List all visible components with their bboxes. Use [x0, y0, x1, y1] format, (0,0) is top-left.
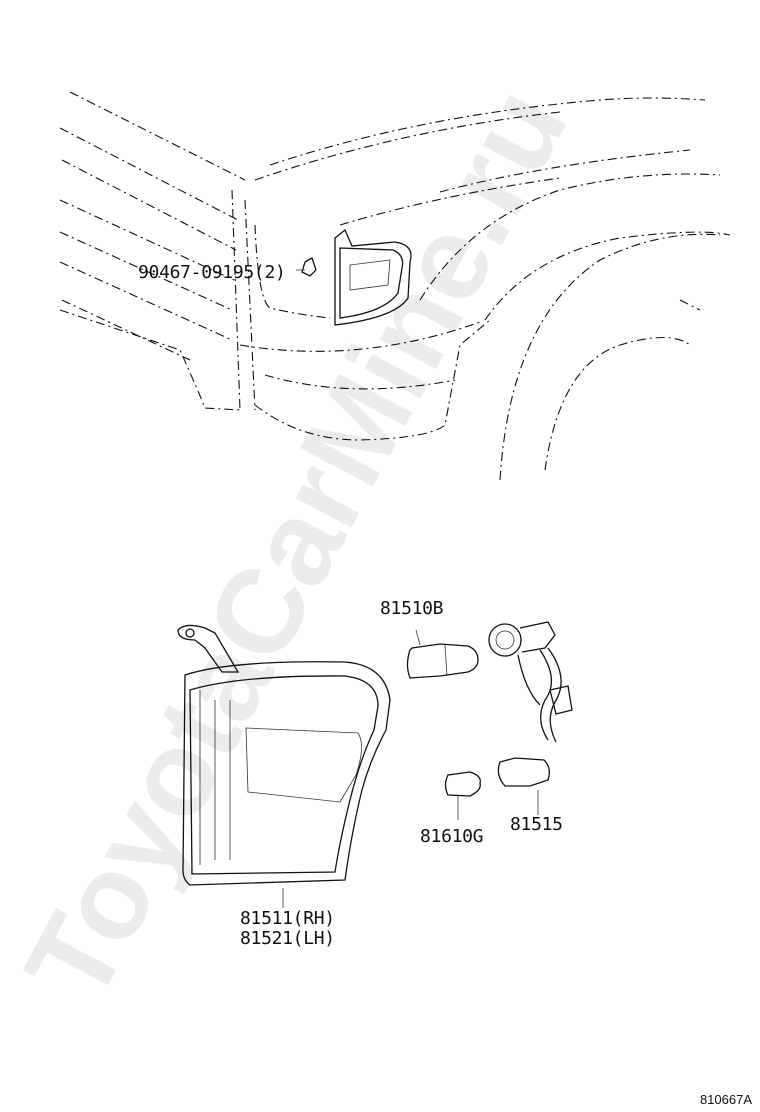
callout-bulb-81610g: 81610G [420, 826, 483, 847]
watermark-text: ToyotaCarMine.ru [0, 66, 593, 1022]
figure-id: 810667A [700, 1092, 752, 1107]
corner-lamp-assembly [177, 624, 391, 908]
socket-harness-81515 [488, 621, 573, 815]
bulb-81610g [444, 771, 481, 820]
bulb-81510b [406, 629, 479, 679]
callout-clip: 90467-09195(2) [138, 262, 286, 283]
callout-lamp-lh: 81521(LH) [240, 928, 335, 949]
callout-bulb-81510b: 81510B [380, 598, 443, 619]
callout-socket-81515: 81515 [510, 814, 563, 835]
callout-lamp-rh: 81511(RH) [240, 908, 335, 929]
vehicle-front-view [59, 91, 731, 481]
